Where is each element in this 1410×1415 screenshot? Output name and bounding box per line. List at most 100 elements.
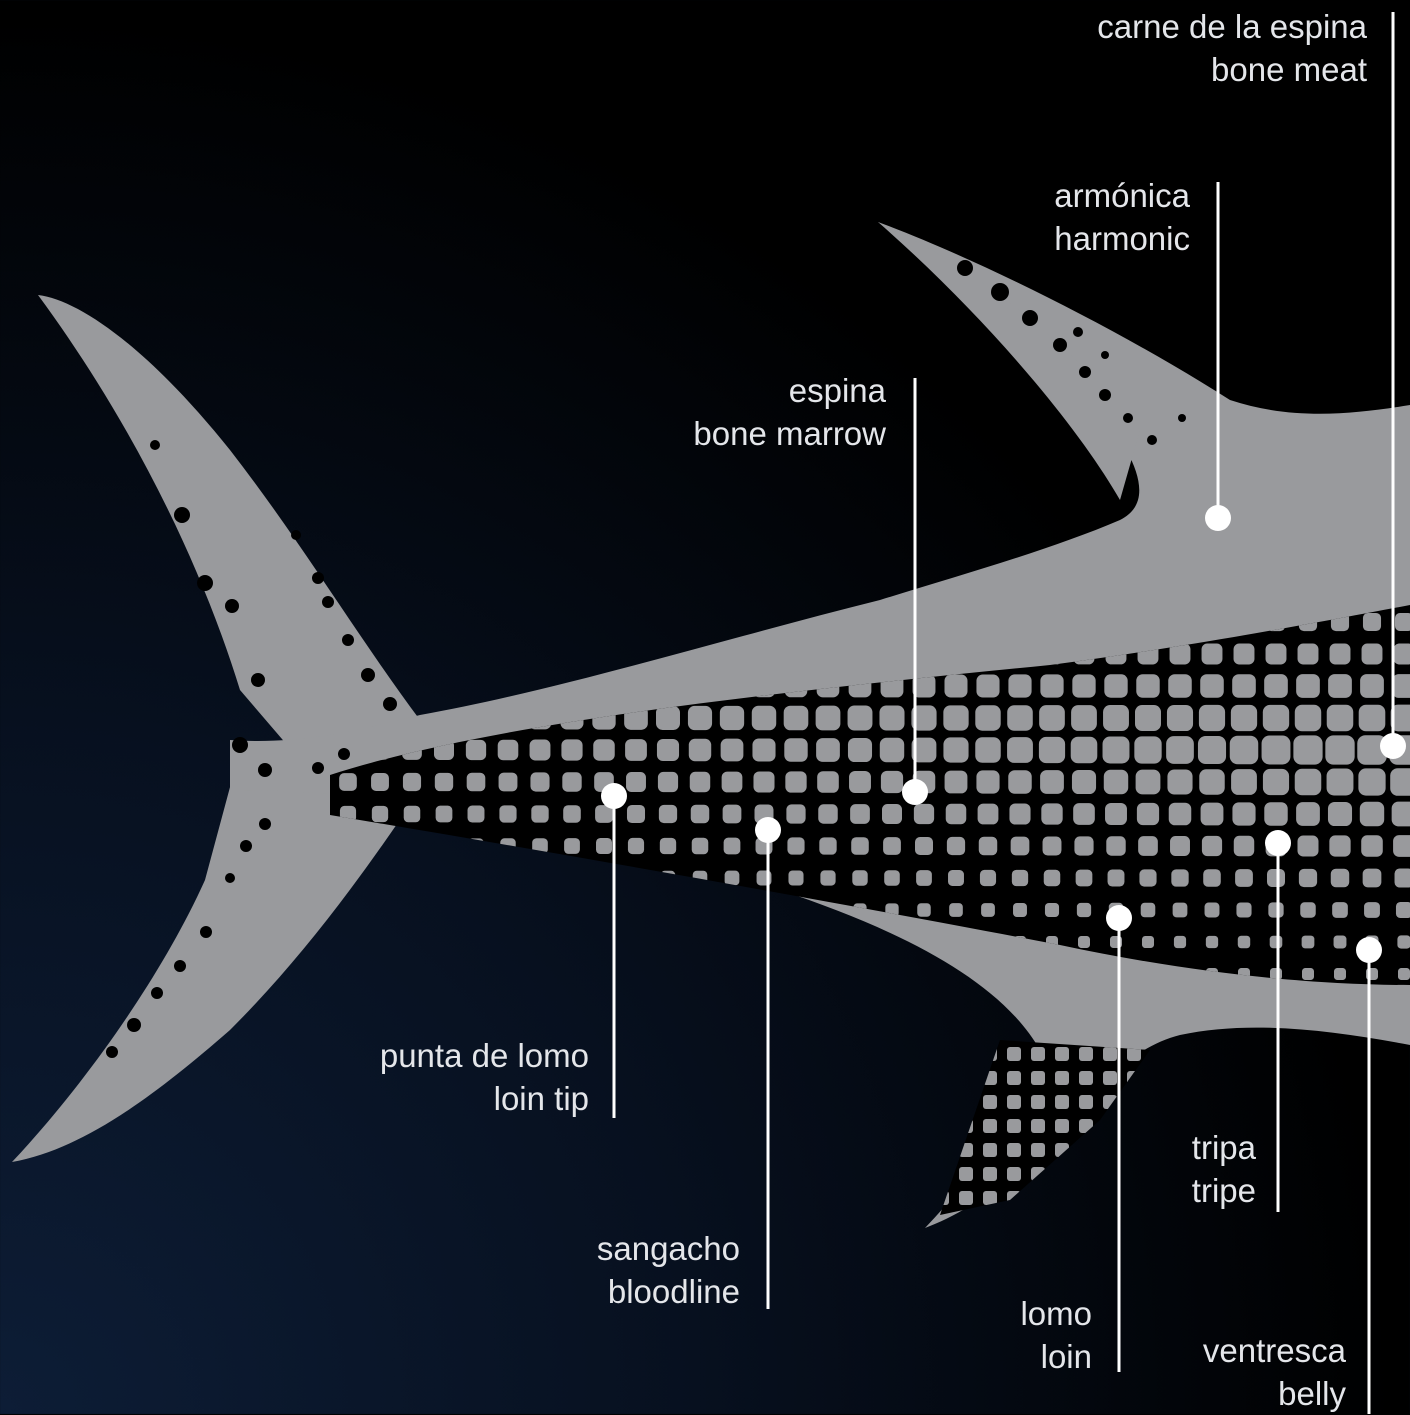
halftone-dot	[723, 805, 742, 824]
halftone-dot	[690, 772, 710, 792]
halftone-dot	[626, 644, 646, 664]
halftone-dot	[752, 706, 776, 730]
halftone-dot	[661, 871, 675, 885]
halftone-dot	[470, 936, 482, 948]
ventral-dot	[1031, 1191, 1045, 1205]
halftone-dot	[562, 772, 581, 791]
halftone-dot	[434, 644, 453, 663]
halftone-dot	[662, 968, 674, 980]
marker-espina[interactable]	[902, 779, 928, 805]
ventral-dot	[1151, 1191, 1165, 1205]
halftone-dot	[594, 644, 614, 664]
ventral-dot	[959, 1047, 973, 1061]
ventral-dot	[1103, 1071, 1117, 1085]
halftone-dot	[1268, 902, 1283, 917]
halftone-dot	[946, 804, 967, 825]
halftone-dot	[598, 904, 610, 916]
tail-spot	[361, 668, 375, 682]
halftone-dot	[342, 936, 354, 948]
ventral-dot	[983, 1023, 997, 1037]
ventral-dot	[1127, 1119, 1141, 1133]
halftone-dot	[1198, 736, 1226, 764]
marker-sangacho[interactable]	[755, 817, 781, 843]
label-lomo: lomo loin	[1020, 1292, 1092, 1378]
halftone-dot	[1328, 802, 1352, 826]
ventral-dot	[1055, 1143, 1069, 1157]
tail-spot	[312, 572, 324, 584]
halftone-dot	[850, 804, 870, 824]
halftone-dot	[694, 968, 706, 980]
halftone-dot	[339, 773, 357, 791]
halftone-dot	[1296, 674, 1320, 698]
marker-ventresca[interactable]	[1356, 937, 1382, 963]
halftone-dot	[788, 582, 804, 598]
halftone-dot	[1300, 902, 1315, 917]
halftone-dot	[1328, 674, 1352, 698]
halftone-dot	[1363, 869, 1382, 888]
halftone-dot	[721, 739, 744, 762]
ventral-dot	[935, 1023, 949, 1037]
halftone-dot	[790, 904, 803, 917]
halftone-dot	[786, 804, 805, 823]
halftone-dot	[1074, 836, 1093, 855]
halftone-dot	[342, 904, 354, 916]
tail-spot	[174, 507, 190, 523]
ventral-dot	[1127, 1095, 1141, 1109]
ventral-dot	[983, 1095, 997, 1109]
halftone-dot	[662, 936, 674, 948]
halftone-dot	[530, 772, 549, 791]
halftone-dot	[914, 804, 934, 824]
tail-spot	[312, 762, 324, 774]
halftone-dot	[1141, 903, 1156, 918]
halftone-dot	[499, 773, 518, 792]
halftone-dot	[726, 904, 739, 917]
ventral-dot	[1127, 1143, 1141, 1157]
dorsal-spot	[1022, 310, 1038, 326]
halftone-dot	[1267, 869, 1285, 887]
marker-carne-de-la-espina[interactable]	[1380, 733, 1406, 759]
halftone-dot	[1364, 902, 1380, 918]
halftone-dot	[1106, 836, 1125, 855]
halftone-dot	[1199, 769, 1224, 794]
ventral-dot	[935, 1191, 949, 1205]
halftone-dot	[405, 839, 420, 854]
label-es: espina	[693, 369, 886, 412]
halftone-dot	[1008, 674, 1031, 697]
tail-spot	[225, 599, 239, 613]
halftone-dot	[630, 968, 642, 980]
halftone-dot	[1071, 737, 1098, 764]
halftone-dot	[1264, 802, 1287, 825]
marker-tripa[interactable]	[1265, 830, 1291, 856]
halftone-dot	[820, 870, 835, 885]
halftone-dot	[1295, 769, 1322, 796]
halftone-dot	[1136, 674, 1159, 697]
halftone-dot	[689, 739, 711, 761]
halftone-dot	[438, 936, 450, 948]
halftone-dot	[468, 806, 485, 823]
halftone-dot	[980, 870, 996, 886]
marker-armonica[interactable]	[1205, 505, 1231, 531]
halftone-dot	[1039, 705, 1065, 731]
halftone-dot	[1295, 705, 1321, 731]
halftone-dot	[595, 613, 613, 631]
halftone-dot	[945, 771, 968, 794]
halftone-dot	[1302, 936, 1315, 949]
label-es: tripa	[1192, 1126, 1256, 1169]
label-armonica: armónica harmonic	[1054, 174, 1190, 260]
halftone-dot	[659, 613, 677, 631]
halftone-dot	[499, 613, 517, 631]
halftone-dot	[531, 613, 549, 631]
halftone-dot	[656, 706, 680, 730]
marker-punta-de-lomo[interactable]	[601, 783, 627, 809]
marker-lomo[interactable]	[1106, 905, 1132, 931]
ventral-dot	[1151, 1071, 1165, 1085]
halftone-dot	[1397, 935, 1410, 948]
halftone-dot	[436, 838, 451, 853]
ventral-dot	[1079, 1191, 1093, 1205]
label-tripa: tripa tripe	[1192, 1126, 1256, 1212]
halftone-dot	[852, 870, 867, 885]
halftone-dot	[1395, 613, 1410, 631]
halftone-dot	[852, 582, 868, 598]
halftone-dot	[403, 773, 421, 791]
halftone-dot	[849, 771, 871, 793]
